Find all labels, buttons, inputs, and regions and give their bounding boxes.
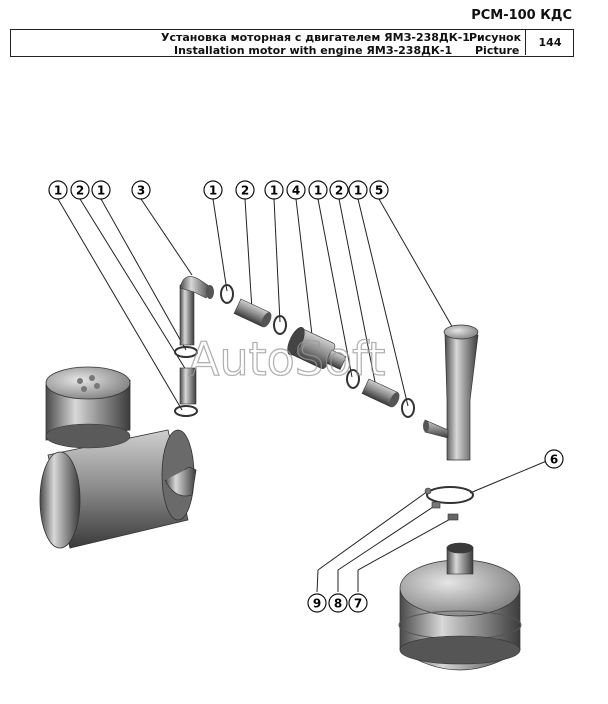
hose-clamps xyxy=(174,284,474,504)
svg-text:1: 1 xyxy=(270,184,278,198)
callout-3: 1 xyxy=(91,180,111,200)
svg-text:1: 1 xyxy=(209,184,217,198)
watermark: AutoSoft xyxy=(188,332,386,386)
picture-label-en: Picture xyxy=(475,44,520,57)
title-block: Установка моторная с двигателем ЯМЗ-238Д… xyxy=(10,29,574,57)
svg-text:5: 5 xyxy=(375,184,383,198)
callout-8: 4 xyxy=(286,180,306,200)
callout-11: 1 xyxy=(348,180,368,200)
intake-pipe xyxy=(179,276,214,346)
callout-9: 1 xyxy=(308,180,328,200)
picture-number: 144 xyxy=(525,30,574,55)
callout-2: 2 xyxy=(70,180,90,200)
title-en: Installation motor with engine ЯМЗ-238ДК… xyxy=(174,44,453,57)
callout-5: 1 xyxy=(203,180,223,200)
callout-4: 3 xyxy=(131,180,151,200)
callout-1: 1 xyxy=(48,180,68,200)
svg-text:8: 8 xyxy=(334,597,342,611)
model-code: РСМ-100 КДС xyxy=(471,8,572,23)
hoses xyxy=(179,298,400,408)
air-cleaner xyxy=(39,366,197,549)
svg-text:1: 1 xyxy=(54,184,62,198)
bolt-and-nut xyxy=(424,487,459,521)
callout-15: 8 xyxy=(328,593,348,613)
callout-6: 2 xyxy=(235,180,255,200)
svg-text:7: 7 xyxy=(354,597,362,611)
svg-text:1: 1 xyxy=(314,184,322,198)
callout-16: 7 xyxy=(348,593,368,613)
callouts: 1 2 1 3 1 2 1 4 1 2 1 5 6 9 8 7 xyxy=(48,180,564,613)
exhaust-pipe xyxy=(423,324,479,461)
svg-text:6: 6 xyxy=(550,453,558,467)
svg-text:9: 9 xyxy=(313,597,321,611)
svg-text:1: 1 xyxy=(354,184,362,198)
callout-14: 9 xyxy=(307,593,327,613)
muffler xyxy=(398,542,522,671)
svg-text:3: 3 xyxy=(137,184,145,198)
picture-label-ru: Рисунок xyxy=(469,31,522,44)
svg-text:2: 2 xyxy=(76,184,84,198)
svg-text:2: 2 xyxy=(241,184,249,198)
callout-13: 6 xyxy=(544,449,564,469)
callout-10: 2 xyxy=(329,180,349,200)
leader-lines xyxy=(57,198,550,593)
svg-text:2: 2 xyxy=(335,184,343,198)
title-ru: Установка моторная с двигателем ЯМЗ-238Д… xyxy=(161,31,470,44)
svg-text:4: 4 xyxy=(292,184,300,198)
callout-7: 1 xyxy=(264,180,284,200)
svg-text:1: 1 xyxy=(97,184,105,198)
callout-12: 5 xyxy=(369,180,389,200)
pipe-adapter xyxy=(287,326,347,370)
